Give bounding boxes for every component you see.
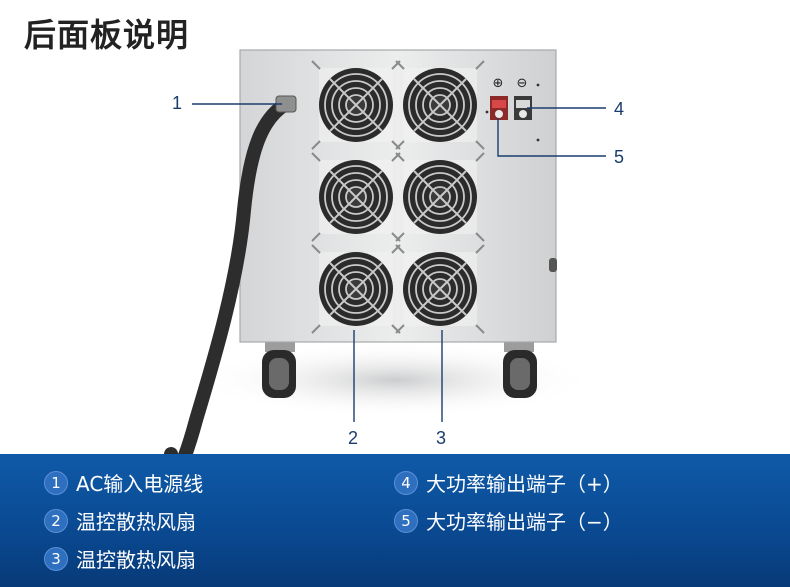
legend-item: 4 大功率输出端子（+） <box>394 468 623 497</box>
legend-label: 温控散热风扇 <box>76 548 196 572</box>
callout-1: 1 <box>172 93 183 113</box>
cooling-fan <box>395 152 485 242</box>
legend-number-badge: 3 <box>44 546 68 571</box>
legend-number-badge: 2 <box>44 508 68 533</box>
page-title: 后面板说明 <box>24 16 190 54</box>
left-caster <box>262 340 296 398</box>
legend-item: 3 温控散热风扇 <box>44 544 196 573</box>
positive-symbol: ⊕ <box>493 76 504 91</box>
callout-2: 2 <box>348 428 359 448</box>
cooling-fan <box>311 60 401 150</box>
ac-power-cable <box>164 97 293 491</box>
legend-item: 2 温控散热风扇 <box>44 506 196 535</box>
callout-4: 4 <box>614 99 625 119</box>
cooling-fan <box>395 244 485 334</box>
legend-number-badge: 1 <box>44 470 68 495</box>
legend-item: 5 大功率输出端子（−） <box>394 506 623 535</box>
right-caster <box>503 340 537 398</box>
callout-3: 3 <box>436 428 447 448</box>
cooling-fan <box>395 60 485 150</box>
side-latch <box>549 258 557 272</box>
legend-label: 大功率输出端子（+） <box>426 472 623 496</box>
legend-number-badge: 5 <box>394 508 418 533</box>
legend-label: AC输入电源线 <box>76 472 204 496</box>
cabinet-rear-panel <box>239 49 557 343</box>
output-terminal-positive <box>490 96 508 120</box>
legend-panel: 1 AC输入电源线 2 温控散热风扇 3 温控散热风扇 4 大功率输出端子（+）… <box>0 454 790 587</box>
legend-number-badge: 4 <box>394 470 418 495</box>
callout-5: 5 <box>614 147 625 167</box>
output-terminal-negative <box>514 96 532 120</box>
cooling-fan <box>311 152 401 242</box>
legend-item: 1 AC输入电源线 <box>44 468 203 497</box>
legend-label: 温控散热风扇 <box>76 510 196 534</box>
negative-symbol: ⊖ <box>517 76 528 91</box>
callout-lines <box>192 103 606 422</box>
cooling-fan <box>311 244 401 334</box>
legend-label: 大功率输出端子（−） <box>426 510 623 534</box>
